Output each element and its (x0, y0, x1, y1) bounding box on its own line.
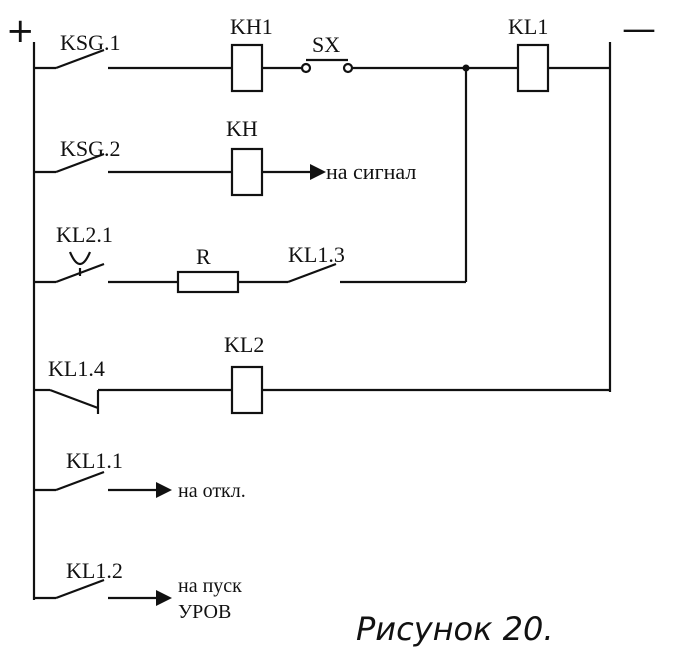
contact-kl14 (49, 388, 99, 410)
label-ksg1: KSG.1 (60, 30, 121, 55)
relay-coil-kl1 (516, 43, 550, 93)
label-to-start-line2: УРОВ (178, 601, 231, 623)
figure-caption: Рисунок 20. (356, 610, 554, 648)
minus-terminal-sign: — (622, 9, 656, 49)
relay-coil-kl2 (230, 365, 264, 415)
contact-ksg1 (55, 48, 105, 70)
contact-kl11 (55, 470, 105, 492)
row-6 (34, 578, 172, 606)
contact-kl13 (287, 262, 337, 284)
label-ksg2: KSG.2 (60, 136, 121, 161)
resistor-r (176, 270, 240, 294)
arrow-to-trip-icon (156, 482, 172, 498)
contact-ksg2 (55, 152, 105, 174)
label-kh: KH (226, 116, 258, 141)
label-kl13: KL1.3 (288, 242, 345, 267)
row-1 (34, 43, 610, 93)
arrow-to-start-icon (156, 590, 172, 606)
row-4 (34, 365, 610, 415)
contact-kl21-cup (68, 251, 92, 266)
contact-sx-right-terminal (342, 62, 354, 74)
plus-terminal-sign: + (6, 11, 35, 51)
label-kl1: KL1 (508, 14, 548, 39)
label-kl12: KL1.2 (66, 558, 123, 583)
label-kl11: KL1.1 (66, 448, 123, 473)
contact-sx-left-terminal (300, 62, 312, 74)
label-kl21: KL2.1 (56, 222, 113, 247)
label-to-signal: на сигнал (326, 159, 416, 184)
label-kh1: KH1 (230, 14, 273, 39)
relay-coil-kh (230, 147, 264, 197)
contact-kl12 (55, 578, 105, 600)
arrow-to-signal-icon (310, 164, 326, 180)
label-to-trip: на откл. (178, 480, 246, 502)
label-sx: SX (312, 32, 340, 57)
row-2 (34, 147, 326, 197)
label-r: R (196, 244, 211, 269)
row-5 (34, 470, 172, 498)
label-kl14: KL1.4 (48, 356, 105, 381)
row-3 (34, 68, 468, 294)
label-kl2: KL2 (224, 332, 264, 357)
label-to-start-line1: на пуск (178, 575, 242, 597)
relay-coil-kh1 (230, 43, 264, 93)
